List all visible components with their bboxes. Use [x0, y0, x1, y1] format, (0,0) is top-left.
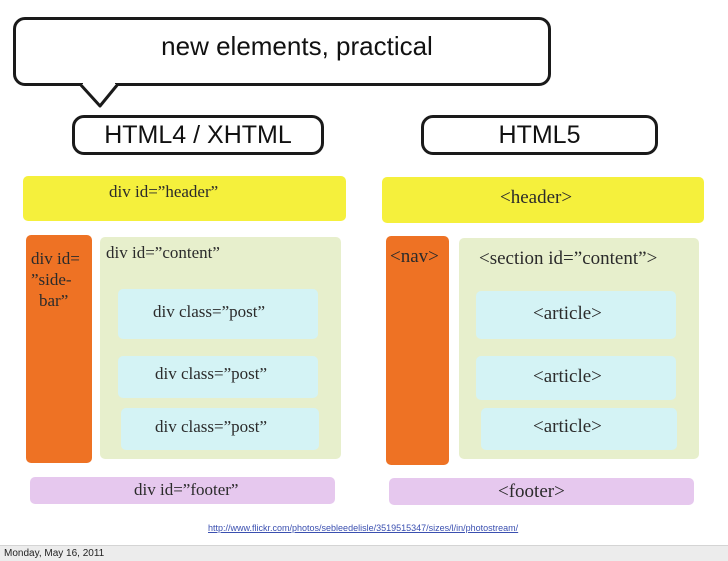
- html5-article-label: <article>: [533, 303, 602, 324]
- html4-sidebar-label-3: bar”: [39, 291, 69, 310]
- html4-header-label: div id=”header”: [109, 182, 219, 201]
- status-bar: Monday, May 16, 2011: [0, 545, 728, 561]
- html4-post-label: div class=”post”: [155, 417, 268, 436]
- html4-sidebar-box: div id= ”side- bar”: [26, 235, 92, 463]
- slide-title: new elements, practical: [161, 31, 433, 61]
- html4-heading: HTML4 / XHTML: [72, 115, 324, 155]
- html5-nav-label: <nav>: [390, 246, 439, 267]
- html5-header-label: <header>: [500, 187, 573, 208]
- html4-sidebar-label-2: ”side-: [31, 270, 72, 289]
- html4-footer-label: div id=”footer”: [134, 480, 239, 499]
- slide: new elements, practical HTML4 / XHTML HT…: [13, 17, 704, 533]
- html5-article-label: <article>: [533, 416, 602, 437]
- html5-heading: HTML5: [421, 115, 658, 155]
- html5-article-box: <article>: [476, 291, 676, 339]
- html4-footer-box: div id=”footer”: [30, 477, 335, 504]
- html5-nav-box: <nav>: [386, 236, 449, 465]
- status-date: Monday, May 16, 2011: [4, 548, 105, 559]
- html5-article-box: <article>: [476, 356, 676, 400]
- html5-header-box: <header>: [382, 177, 704, 223]
- html5-article-label: <article>: [533, 366, 602, 387]
- bubble-tail: [78, 80, 120, 108]
- html4-post-box: div class=”post”: [121, 408, 319, 450]
- html4-post-box: div class=”post”: [118, 356, 318, 398]
- html5-footer-label: <footer>: [498, 481, 565, 502]
- html4-post-label: div class=”post”: [153, 302, 266, 321]
- html4-header-box: div id=”header”: [23, 176, 346, 221]
- html5-footer-box: <footer>: [389, 478, 694, 505]
- html5-article-box: <article>: [481, 408, 677, 450]
- html4-post-label: div class=”post”: [155, 364, 268, 383]
- title-bubble: new elements, practical: [13, 17, 551, 86]
- source-link[interactable]: http://www.flickr.com/photos/sebleedelis…: [208, 523, 519, 533]
- html4-post-box: div class=”post”: [118, 289, 318, 339]
- html5-section-label: <section id=”content”>: [479, 248, 658, 269]
- html4-sidebar-label-1: div id=: [31, 249, 80, 268]
- html4-content-label: div id=”content”: [106, 243, 220, 262]
